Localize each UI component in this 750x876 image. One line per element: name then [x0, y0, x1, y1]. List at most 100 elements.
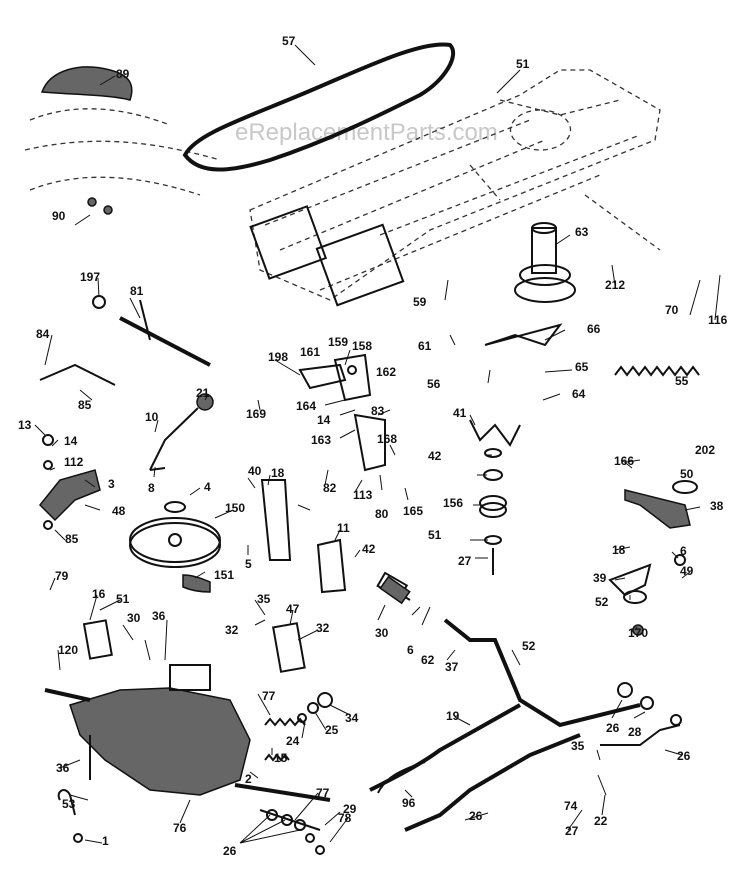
callout-label: 27 [458, 554, 472, 568]
callout-label: 11 [337, 521, 350, 535]
pulley-3 [129, 501, 221, 568]
callout-label: 70 [665, 303, 679, 317]
rod-29 [377, 761, 426, 794]
bracket-113 [260, 479, 292, 561]
callout-label: 62 [421, 653, 435, 667]
callout-label: 169 [246, 407, 266, 421]
callout-label: 15 [274, 751, 288, 765]
belt-57 [182, 42, 456, 172]
callout-label: 8 [148, 481, 155, 495]
callout-label: 150 [225, 501, 245, 515]
callout-label: 156 [443, 496, 463, 510]
callout-label: 16 [92, 587, 106, 601]
callout-label: 168 [377, 432, 397, 446]
callout-label: 52 [522, 639, 536, 653]
callout-label: 83 [371, 404, 385, 418]
callout-label: 22 [594, 814, 608, 828]
callout-label: 51 [116, 592, 130, 606]
idler-assembly [469, 419, 521, 575]
callout-label: 57 [282, 34, 296, 48]
callout-label: 26 [677, 749, 691, 763]
callout-label: 39 [593, 571, 607, 585]
callout-label: 76 [173, 821, 187, 835]
callout-label: 85 [78, 398, 92, 412]
callout-label: 165 [403, 504, 423, 518]
part-89-icon [40, 66, 133, 101]
callout-label: 159 [328, 335, 348, 349]
rod-28 [369, 703, 521, 792]
callout-label: 6 [680, 544, 687, 558]
callout-label: 4 [204, 480, 211, 494]
bracket-80 [38, 469, 101, 522]
bracket-30-left [82, 619, 113, 660]
callout-label: 163 [311, 433, 331, 447]
callout-label: 30 [127, 611, 141, 625]
frame-outline [249, 69, 661, 307]
callout-label: 198 [268, 350, 288, 364]
bracket-30-right [272, 622, 306, 673]
callout-label: 26 [223, 844, 237, 858]
callout-label: 32 [225, 623, 239, 637]
callout-label: 5 [245, 557, 252, 571]
callout-label: 27 [565, 824, 579, 838]
callout-label: 96 [402, 796, 416, 810]
rod-53 [600, 724, 681, 746]
callout-label: 77 [262, 689, 276, 703]
rod-84 [39, 363, 116, 386]
callout-label: 120 [58, 643, 78, 657]
bracket-5 [316, 538, 347, 594]
callout-label: 66 [587, 322, 601, 336]
callout-label: 30 [375, 626, 389, 640]
part-79-icon [182, 574, 211, 593]
callout-label: 52 [595, 595, 609, 609]
callout-label: 32 [316, 621, 330, 635]
callout-label: 51 [428, 528, 442, 542]
pulley-63 [514, 222, 576, 303]
callout-label: 38 [710, 499, 724, 513]
bracket-66 [484, 323, 563, 347]
callout-label: 61 [418, 339, 432, 353]
callout-label: 197 [80, 270, 100, 284]
pin-96 [57, 789, 76, 816]
callout-label: 42 [362, 542, 376, 556]
callout-label: 35 [571, 739, 585, 753]
callout-label: 77 [316, 786, 330, 800]
watermark: eReplacementParts.com [235, 119, 498, 146]
callout-label: 56 [427, 377, 441, 391]
callout-label: 164 [296, 399, 316, 413]
callout-label: 18 [271, 466, 285, 480]
callout-label: 47 [286, 602, 300, 616]
callout-label: 49 [680, 564, 694, 578]
spring-55 [614, 365, 700, 377]
callout-label: 1 [102, 834, 109, 848]
callout-label: 35 [257, 592, 271, 606]
callout-label: 202 [695, 443, 715, 457]
callout-label: 113 [353, 488, 373, 502]
leader-lines [34, 44, 721, 844]
shift-lever-21 [149, 393, 214, 471]
axle-hardware [259, 809, 325, 855]
callout-label: 37 [445, 660, 459, 674]
transaxle-1 [44, 664, 331, 802]
brake-bracket-158 [298, 353, 386, 472]
callout-label: 89 [116, 67, 130, 81]
callout-label: 25 [325, 723, 339, 737]
callout-label: 36 [56, 761, 70, 775]
callout-label: 166 [614, 454, 634, 468]
callout-label: 48 [112, 504, 126, 518]
callout-label: 151 [214, 568, 234, 582]
callout-label: 170 [628, 626, 648, 640]
callout-label: 10 [145, 410, 159, 424]
callout-label: 81 [130, 284, 144, 298]
callout-label: 74 [564, 799, 578, 813]
callout-label: 212 [605, 278, 625, 292]
callout-label: 50 [680, 467, 694, 481]
callout-label: 24 [286, 734, 300, 748]
callout-label: 53 [62, 797, 76, 811]
shaft-81 [119, 316, 211, 367]
callout-label: 116 [708, 313, 728, 327]
callout-label: 13 [18, 418, 32, 432]
callout-label: 51 [516, 57, 530, 71]
